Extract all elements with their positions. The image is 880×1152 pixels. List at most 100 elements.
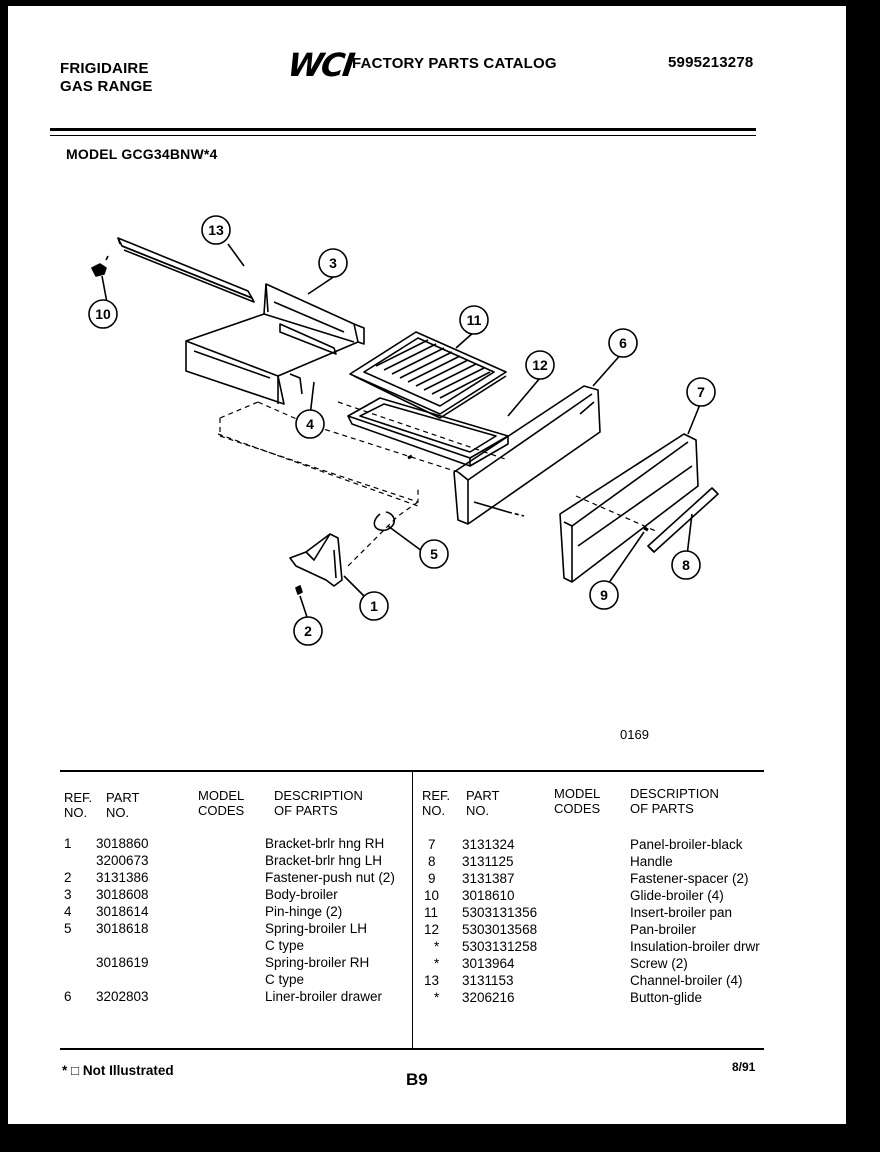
callout-label: 10: [95, 306, 111, 322]
part-no: 3018619: [96, 955, 149, 970]
glide-broiler-part: [91, 255, 109, 277]
header-line: NO.: [466, 803, 490, 818]
description: Bracket-brlr hng LH: [265, 853, 383, 868]
description: Screw (2): [630, 956, 688, 971]
callout-label: 1: [370, 598, 378, 614]
callout-label: 8: [682, 557, 690, 573]
part-no: 5303131258: [462, 939, 538, 954]
callout-4: [295, 409, 325, 439]
part-no: 3200673: [96, 853, 149, 868]
header-part-no-right: PART NO.: [466, 788, 499, 818]
callout-5: [419, 539, 449, 569]
part-no: 3131387: [462, 871, 515, 886]
ref-no: 6: [64, 989, 72, 1004]
description: Fastener-push nut (2): [265, 870, 395, 885]
description: Spring-broiler LH: [265, 921, 368, 936]
table-row: 1: [64, 836, 72, 851]
callout-label: 2: [304, 623, 312, 639]
callout-label: 7: [697, 384, 705, 400]
callout-label: 5: [430, 546, 438, 562]
header-model-codes-right: MODEL CODES: [554, 786, 600, 816]
callout-label: 6: [619, 335, 627, 351]
header-line: DESCRIPTION: [274, 788, 363, 803]
ref-no: 1: [64, 836, 72, 851]
header-part-no: PART NO.: [106, 790, 139, 820]
ref-no: 7: [428, 837, 436, 852]
ref-no: *: [434, 939, 440, 954]
callout-label: 13: [208, 222, 224, 238]
description: Liner-broiler drawer: [265, 989, 383, 1004]
description: Pan-broiler: [630, 922, 697, 937]
part-no: 5303131356: [462, 905, 538, 920]
ref-no: 10: [424, 888, 440, 903]
header-line: PART: [466, 788, 500, 803]
ref-no: 12: [424, 922, 440, 937]
header-description-right: DESCRIPTION OF PARTS: [630, 786, 719, 816]
liner-broiler-drawer-part: [453, 385, 601, 525]
not-illustrated-note: * □ Not Illustrated: [62, 1063, 174, 1078]
header-line: DESCRIPTION: [630, 786, 719, 801]
header-description: DESCRIPTION OF PARTS: [274, 788, 363, 818]
header-ref-no: REF. NO.: [64, 790, 92, 820]
spring-broiler-part: [373, 511, 396, 532]
part-no: 3131125: [462, 854, 514, 869]
ref-no: 11: [424, 905, 439, 920]
callout-10: [88, 299, 118, 329]
description: Pin-hinge (2): [265, 904, 343, 919]
header-line: OF PARTS: [630, 801, 694, 816]
header-line: REF.: [422, 788, 451, 803]
callout-label: 11: [467, 312, 482, 328]
description: Body-broiler: [265, 887, 338, 902]
ref-no: 2: [64, 870, 72, 885]
description: Button-glide: [630, 990, 703, 1005]
callout-13: [201, 215, 231, 245]
part-no: 3131324: [462, 837, 515, 852]
callout-6: [608, 328, 638, 358]
catalog-title: FACTORY PARTS CATALOG: [352, 55, 557, 72]
insert-broiler-pan-part: [349, 331, 507, 419]
callout-1: [359, 591, 389, 621]
header-line: NO.: [64, 805, 88, 820]
description: Insert-broiler pan: [630, 905, 733, 920]
callout-9: [589, 580, 619, 610]
header-line: PART: [106, 790, 140, 805]
channel-broiler-part: [117, 237, 255, 303]
part-no: 3018610: [462, 888, 515, 903]
catalog-page: FRIGIDAIRE GAS RANGE WCI FACTORY PARTS C…: [8, 6, 846, 1124]
figure-number: 0169: [620, 727, 649, 742]
header-line: CODES: [198, 803, 245, 818]
table-divider: [412, 772, 413, 1048]
header-line: NO.: [422, 803, 446, 818]
callout-11: [459, 305, 489, 335]
description: Bracket-brlr hng RH: [265, 836, 385, 851]
exploded-parts-diagram: 13 3 10 11 12 6 7 4 5 1 8 9 2: [88, 215, 719, 646]
ref-no: 5: [64, 921, 72, 936]
table-top-rule: [60, 770, 764, 772]
ref-no: 9: [428, 871, 436, 886]
header-ref-no-right: REF. NO.: [422, 788, 450, 818]
description: Panel-broiler-black: [630, 837, 743, 852]
callout-label: 9: [600, 587, 608, 603]
header-line: CODES: [554, 801, 601, 816]
description: Channel-broiler (4): [630, 973, 743, 988]
part-no: 3202803: [96, 989, 149, 1004]
callout-markers: [88, 215, 716, 646]
brand-name: FRIGIDAIRE: [60, 60, 149, 77]
part-no: 3206216: [462, 990, 515, 1005]
panel-broiler-black-part: [559, 433, 699, 583]
description: Handle: [630, 854, 673, 869]
table-bottom-rule: [60, 1048, 764, 1050]
ref-no: 3: [64, 887, 72, 902]
ref-no: 4: [64, 904, 72, 919]
ref-no: 8: [428, 854, 436, 869]
bracket-hinge-part: [289, 533, 343, 587]
header-line: NO.: [106, 805, 130, 820]
description: C type: [265, 938, 305, 953]
handle-part: [647, 487, 719, 553]
header-model-codes: MODEL CODES: [198, 788, 244, 818]
callout-3: [318, 248, 348, 278]
header-rule: [50, 128, 756, 131]
description: C type: [265, 972, 305, 987]
part-no: 3018608: [96, 887, 149, 902]
part-no: 3013964: [462, 956, 515, 971]
